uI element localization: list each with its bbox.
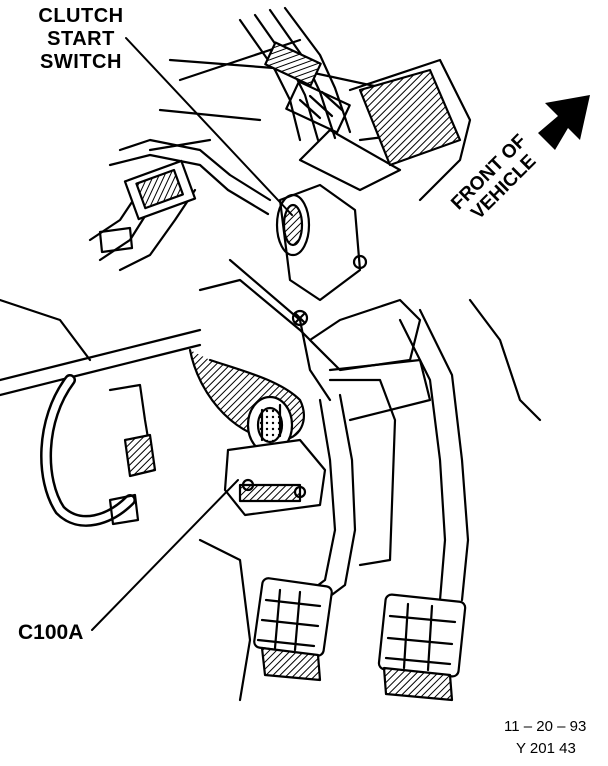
leader-clutch-start-switch bbox=[125, 37, 293, 216]
upper-wiring-harness bbox=[238, 6, 352, 142]
brake-pedal-arm bbox=[377, 298, 542, 702]
pedal-support-bracket bbox=[198, 258, 432, 422]
clutch-start-switch-label: CLUTCH START SWITCH bbox=[26, 6, 136, 75]
c100a-label: C100A bbox=[18, 621, 84, 644]
right-vent-duct bbox=[298, 68, 462, 192]
left-taped-harness bbox=[0, 328, 202, 527]
front-of-vehicle-arrow bbox=[538, 95, 590, 150]
clutch-pedal-arm bbox=[253, 393, 357, 682]
clutch-start-switch bbox=[275, 183, 368, 327]
connector-c100a bbox=[223, 403, 327, 517]
clutch-start-switch-label-line1: CLUTCH bbox=[38, 5, 124, 27]
figure-date: 11 – 20 – 93 bbox=[504, 718, 587, 735]
clutch-start-switch-label-line2: START bbox=[47, 28, 115, 50]
kick-panel bbox=[0, 298, 397, 702]
left-connector-harness bbox=[88, 138, 272, 272]
figure-code: Y 201 43 bbox=[516, 740, 576, 757]
leader-c100a bbox=[91, 479, 239, 631]
clutch-start-switch-label-line3: SWITCH bbox=[40, 51, 122, 73]
coiled-duct bbox=[188, 348, 305, 455]
